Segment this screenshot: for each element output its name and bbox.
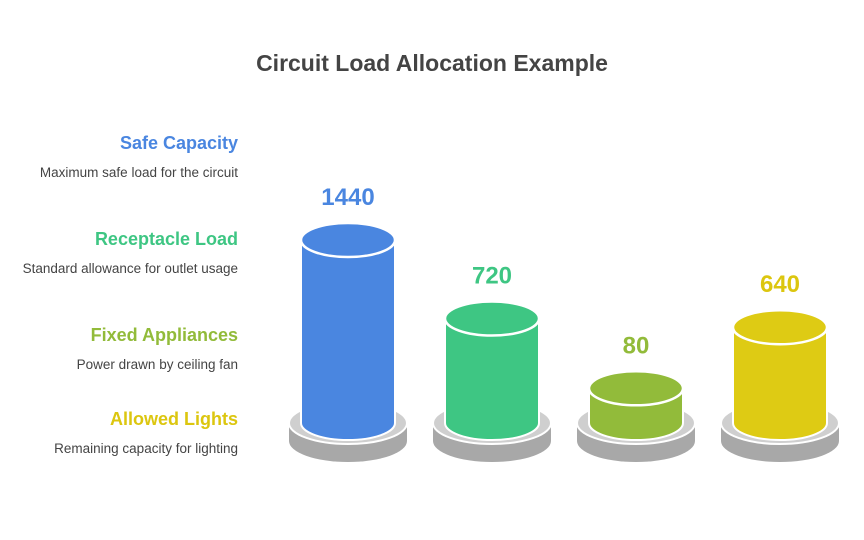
legend-name: Fixed Appliances: [90, 325, 238, 345]
bar-top-allowed-lights: [731, 308, 829, 346]
bar-top-receptacle-load: [443, 300, 541, 337]
legend-item-receptacle-load: Receptacle Load Standard allowance for o…: [20, 229, 238, 278]
bar-receptacle-load: [444, 317, 540, 441]
legend-name: Receptacle Load: [94, 229, 238, 249]
legend-description: Maximum safe load for the circuit: [39, 165, 238, 180]
value-label-safe-capacity: 1440: [321, 184, 374, 211]
legend-name: Allowed Lights: [110, 409, 238, 429]
legend-name: Safe Capacity: [119, 133, 238, 153]
legend-description: Power drawn by ceiling fan: [76, 357, 238, 372]
bar-top-safe-capacity: [299, 221, 397, 259]
value-label-receptacle-load: 720: [472, 263, 512, 290]
legend-item-allowed-lights: Allowed Lights Remaining capacity for li…: [20, 409, 238, 458]
bar-top-fixed-appliances: [587, 370, 685, 407]
chart-title: Circuit Load Allocation Example: [256, 50, 608, 76]
value-label-allowed-lights: 640: [760, 271, 800, 298]
value-label-fixed-appliances: 80: [623, 332, 650, 359]
bar-allowed-lights: [732, 326, 828, 441]
legend-description: Remaining capacity for lighting: [54, 441, 238, 456]
legend-item-safe-capacity: Safe Capacity Maximum safe load for the …: [20, 133, 238, 182]
legend-description: Standard allowance for outlet usage: [22, 261, 238, 276]
bar-safe-capacity: [300, 239, 396, 441]
legend-item-fixed-appliances: Fixed Appliances Power drawn by ceiling …: [20, 325, 238, 374]
